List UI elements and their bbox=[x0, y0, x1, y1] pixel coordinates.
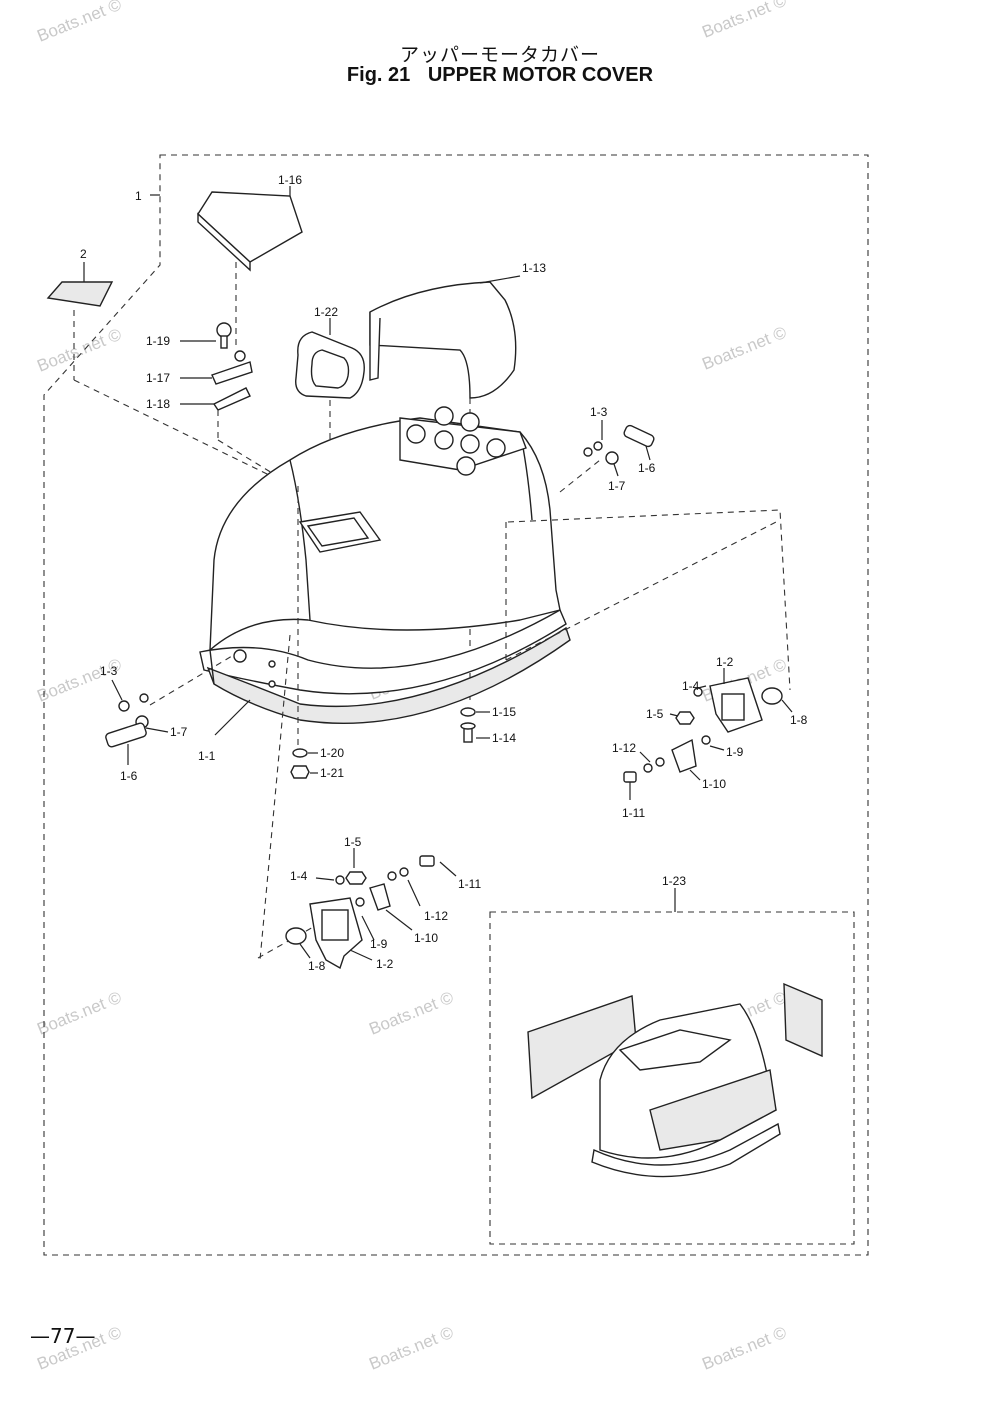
callout-label: 1-5 bbox=[646, 707, 664, 721]
callout-label: 1-1 bbox=[198, 749, 216, 763]
page-number: —77— bbox=[30, 1324, 96, 1348]
cover-plate-1-16 bbox=[197, 186, 303, 345]
callout-label: 2 bbox=[80, 247, 87, 261]
watermark-text: Boats.net © bbox=[699, 1323, 789, 1374]
figure-title: Fig. 21 UPPER MOTOR COVER bbox=[0, 64, 1000, 87]
bolt-1-14 bbox=[460, 707, 490, 743]
callout-label: 1-2 bbox=[716, 655, 734, 669]
handle-right bbox=[583, 420, 655, 477]
callout-label: 1-6 bbox=[120, 769, 138, 783]
callout-label: 1-10 bbox=[414, 931, 438, 945]
callout-label: 1-9 bbox=[726, 745, 744, 759]
callout-label: 1-4 bbox=[290, 869, 308, 883]
callout-label: 1-12 bbox=[424, 909, 448, 923]
callout-label: 1-12 bbox=[612, 741, 636, 755]
handle-left bbox=[105, 679, 169, 765]
watermark-text: Boats.net © bbox=[366, 988, 456, 1039]
callout-label: 1-3 bbox=[590, 405, 608, 419]
callout-label: 1-3 bbox=[100, 664, 118, 678]
callout-label: 1-2 bbox=[376, 957, 394, 971]
callout-label: 1-11 bbox=[458, 877, 481, 891]
decal-set-drawing bbox=[527, 982, 823, 1178]
nut-1-21 bbox=[290, 748, 318, 779]
decal-set-boundary bbox=[489, 911, 855, 1245]
callout-labels: 1 2 1-16 1-13 1-22 1-19 1-17 1-18 1-3 1-… bbox=[80, 173, 808, 973]
callout-label: 1-16 bbox=[278, 173, 302, 187]
watermark-text: Boats.net © bbox=[366, 1323, 456, 1374]
callout-label: 1-17 bbox=[146, 371, 170, 385]
callout-label: 1-13 bbox=[522, 261, 546, 275]
figure-number: Fig. 21 bbox=[346, 64, 411, 86]
callout-label: 1-7 bbox=[170, 725, 188, 739]
figure-title-english: UPPER MOTOR COVER bbox=[427, 64, 654, 86]
grommet-1-22 bbox=[295, 318, 365, 520]
callout-label: 1-22 bbox=[314, 305, 338, 319]
bracket-assembly-right bbox=[623, 668, 793, 800]
callout-label: 1-20 bbox=[320, 746, 344, 760]
callout-label: 1-11 bbox=[622, 806, 645, 820]
watermark-text: Boats.net © bbox=[34, 0, 124, 46]
top-cover-1-13 bbox=[369, 275, 521, 700]
bracket-assembly-bottom bbox=[285, 848, 457, 970]
watermark-text: Boats.net © bbox=[699, 0, 789, 42]
callout-label: 1-8 bbox=[308, 959, 326, 973]
watermark-text: Boats.net © bbox=[34, 655, 124, 706]
motor-cover-1-1 bbox=[199, 406, 571, 736]
callout-label: 1-10 bbox=[702, 777, 726, 791]
watermark-text: Boats.net © bbox=[34, 988, 124, 1039]
callout-label: 1 bbox=[135, 189, 142, 203]
label-plate-2 bbox=[46, 262, 301, 491]
callout-label: 1-14 bbox=[492, 731, 516, 745]
watermark-text: Boats.net © bbox=[34, 325, 124, 376]
callout-label: 1-9 bbox=[370, 937, 388, 951]
callout-label: 1-23 bbox=[662, 874, 686, 888]
watermark-text: Boats.net © bbox=[699, 323, 789, 374]
callout-label: 1-18 bbox=[146, 397, 170, 411]
callout-label: 1-4 bbox=[682, 679, 700, 693]
callout-label: 1-15 bbox=[492, 705, 516, 719]
callout-label: 1-19 bbox=[146, 334, 170, 348]
callout-label: 1-7 bbox=[608, 479, 626, 493]
callout-label: 1-5 bbox=[344, 835, 362, 849]
callout-label: 1-21 bbox=[320, 766, 344, 780]
callout-label: 1-6 bbox=[638, 461, 656, 475]
assembly-1-boundary bbox=[43, 154, 869, 1256]
callout-label: 1-8 bbox=[790, 713, 808, 727]
figure-title-japanese: アッパーモータカバー bbox=[399, 44, 600, 66]
